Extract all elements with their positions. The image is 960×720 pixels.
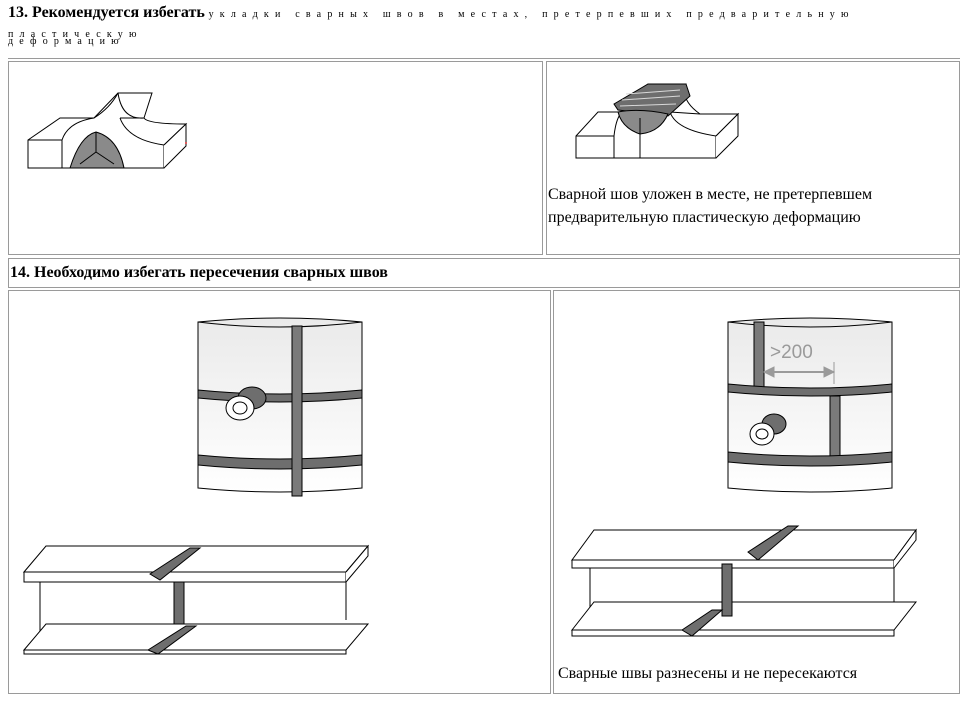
table-top-border [8,58,960,59]
section-13-caption: Сварной шов уложен в месте, не претерпев… [548,186,873,226]
section-14-caption: Сварные швы разнесены и не пересекаются [558,665,858,682]
figure-14-good-beam [570,525,918,637]
section-13-title: 13. Рекомендуется избегать укладки сварн… [8,4,960,44]
figure-14-bad-shell [197,317,363,497]
figure-14-bad-beam [22,544,370,655]
section-13-title-line2: деформацию [8,36,125,47]
section-13-title-rest: укладки сварных швов в местах, претерпев… [8,9,855,40]
figure-13-good [575,83,740,159]
section-13-title-bold: 13. Рекомендуется избегать [8,4,205,21]
figure-14-good-shell: >200 [727,317,893,493]
figure-13-bad [27,92,188,169]
cell-14-left [8,290,551,694]
cell-13-left [8,61,543,255]
nozzle-icon [749,413,787,446]
section-14-title: 14. Необходимо избегать пересечения свар… [10,264,388,281]
nozzle-icon [225,386,267,421]
dimension-arrow [762,362,836,384]
dimension-label: >200 [770,342,813,363]
